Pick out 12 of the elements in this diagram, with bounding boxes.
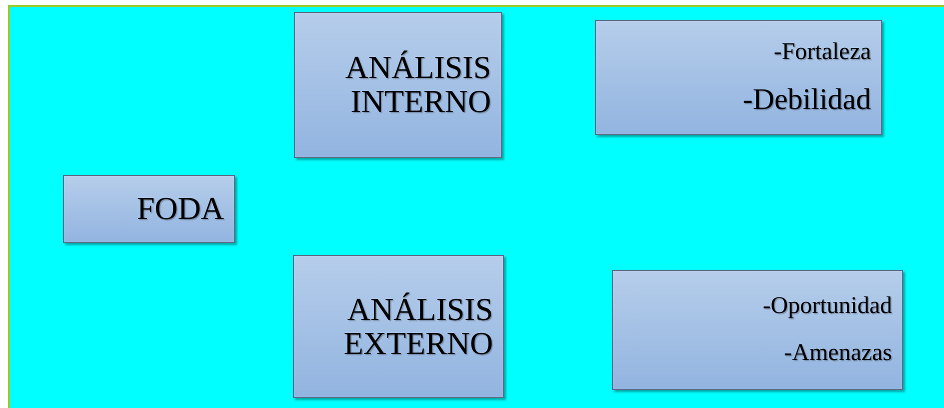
box-label: FODA bbox=[136, 192, 224, 226]
text-box bbox=[63, 175, 235, 243]
text-box bbox=[293, 255, 504, 398]
box-label: -Amenazas bbox=[784, 341, 892, 366]
text-box bbox=[294, 12, 502, 158]
text-box bbox=[595, 20, 882, 135]
box-label: ANÁLISIS EXTERNO bbox=[342, 292, 493, 360]
box-label: -Fortaleza bbox=[774, 40, 871, 65]
box-label: ANÁLISIS INTERNO bbox=[344, 51, 491, 119]
text-box bbox=[612, 270, 903, 390]
box-label: -Oportunidad bbox=[762, 294, 892, 319]
box-label: -Debilidad bbox=[742, 84, 871, 116]
